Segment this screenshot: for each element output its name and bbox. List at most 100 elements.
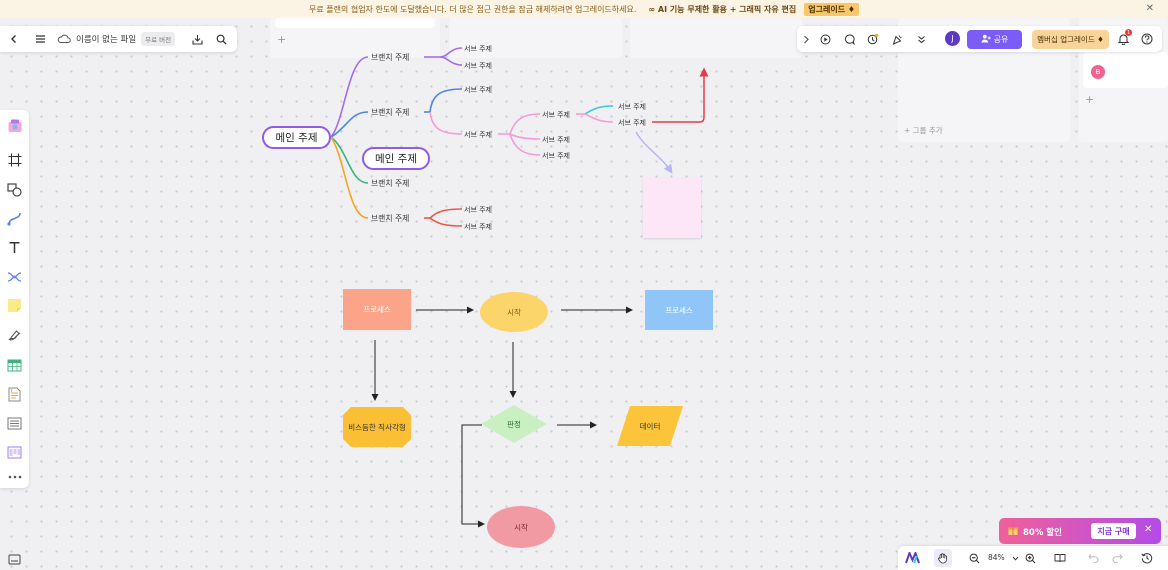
flow-process-label[interactable]: 프로세스 bbox=[363, 305, 391, 314]
sub-topic[interactable]: 서브 주제 bbox=[542, 136, 570, 144]
more-chevrons-icon[interactable] bbox=[912, 30, 930, 48]
more-tools-icon[interactable] bbox=[5, 467, 24, 486]
share-button[interactable]: 공유 bbox=[967, 30, 1022, 49]
text-icon[interactable] bbox=[5, 238, 24, 257]
pen-icon[interactable] bbox=[5, 326, 24, 345]
flow-start-label[interactable]: 시작 bbox=[514, 522, 528, 532]
flow-start-label[interactable]: 시작 bbox=[507, 307, 521, 317]
kanban-icon[interactable] bbox=[5, 443, 24, 462]
free-plan-badge: 무료 버전 bbox=[141, 32, 176, 46]
list-icon[interactable] bbox=[5, 414, 24, 433]
branch-topic[interactable]: 브랜치 주제 bbox=[371, 108, 410, 117]
present-icon[interactable] bbox=[816, 30, 834, 48]
zoom-dropdown-icon[interactable] bbox=[1006, 549, 1024, 567]
buy-now-button[interactable]: 지금 구매 bbox=[1091, 523, 1136, 539]
document-icon[interactable]: T bbox=[5, 385, 24, 404]
sub-topic[interactable]: 서브 주제 bbox=[464, 131, 492, 139]
comment-icon[interactable] bbox=[840, 30, 858, 48]
undo-icon[interactable] bbox=[1084, 549, 1102, 567]
flow-decision-label[interactable]: 판정 bbox=[507, 419, 521, 429]
help-icon[interactable] bbox=[1138, 30, 1156, 48]
templates-icon[interactable] bbox=[5, 116, 24, 135]
mindmap-icon[interactable] bbox=[5, 267, 24, 286]
sticky-note[interactable] bbox=[643, 178, 701, 238]
celebrate-icon[interactable] bbox=[888, 30, 906, 48]
redo-icon[interactable] bbox=[1108, 549, 1126, 567]
add-card-icon[interactable]: + bbox=[1085, 93, 1095, 106]
ai-promo-text: ∞ AI 기능 무제한 활용 + 그래픽 자유 편집 bbox=[648, 4, 797, 14]
notification-badge: 1 bbox=[1125, 29, 1132, 36]
branch-line-4 bbox=[330, 136, 369, 219]
sub-topic[interactable]: 서브 주제 bbox=[542, 111, 570, 119]
zoom-in-icon[interactable] bbox=[1021, 549, 1039, 567]
kanban-column bbox=[449, 18, 622, 58]
export-icon[interactable] bbox=[187, 29, 207, 49]
svg-text:T: T bbox=[10, 389, 14, 393]
branch-topic[interactable]: 브랜치 주제 bbox=[371, 53, 410, 62]
sticky-note-icon[interactable] bbox=[5, 296, 24, 315]
kanban-card[interactable] bbox=[275, 18, 435, 28]
flow-data-shape bbox=[617, 406, 683, 446]
frame-icon[interactable] bbox=[5, 150, 24, 169]
ai-logo-icon[interactable] bbox=[903, 549, 921, 567]
gift-icon bbox=[1007, 524, 1019, 539]
tool-rail: T bbox=[0, 110, 29, 488]
book-icon[interactable] bbox=[1051, 549, 1069, 567]
flow-process-label[interactable]: 프로세스 bbox=[665, 305, 693, 315]
history-icon[interactable] bbox=[1138, 549, 1156, 567]
flow-arrow bbox=[461, 424, 485, 528]
connector-icon[interactable] bbox=[5, 209, 24, 228]
branch-topic[interactable]: 브랜치 주제 bbox=[371, 179, 410, 188]
collab-toolbar: J 공유 멤버십 업그레이드 ♦ 1 bbox=[797, 26, 1162, 52]
sub-topic[interactable]: 서브 주제 bbox=[464, 62, 492, 70]
sub-topic[interactable]: 서브 주제 bbox=[464, 223, 492, 231]
membership-upgrade-button[interactable]: 멤버십 업그레이드 ♦ bbox=[1032, 30, 1109, 49]
main-topic[interactable]: 메인 주제 bbox=[262, 126, 331, 149]
flow-start-shape bbox=[480, 292, 548, 332]
table-icon[interactable] bbox=[5, 356, 24, 375]
sub-topic[interactable]: 서브 주제 bbox=[618, 119, 646, 127]
add-group-button[interactable]: + 그룹 추가 bbox=[904, 126, 943, 135]
shapes-icon[interactable] bbox=[5, 180, 24, 199]
discount-promo: 80% 할인 지금 구매 ✕ bbox=[999, 518, 1161, 544]
close-icon[interactable]: ✕ bbox=[1144, 524, 1153, 535]
bell-icon[interactable] bbox=[1114, 30, 1132, 48]
banner-close-icon[interactable]: ✕ bbox=[1145, 3, 1154, 14]
expand-chevron-icon[interactable] bbox=[797, 30, 815, 48]
kanban-column bbox=[630, 18, 802, 58]
banner-upgrade-button[interactable]: 업그레이드 ♦ bbox=[804, 2, 860, 16]
banner-message: 무료 플랜의 협업자 한도에 도달했습니다. 더 많은 접근 권한을 잠금 해제… bbox=[308, 4, 637, 14]
sub-topic[interactable]: 서브 주제 bbox=[542, 152, 570, 160]
menu-icon[interactable] bbox=[30, 29, 50, 49]
sub-topic[interactable]: 서브 주제 bbox=[464, 86, 492, 94]
sub-topic[interactable]: 서브 주제 bbox=[464, 206, 492, 214]
file-name[interactable]: 이름이 없는 파일 bbox=[76, 35, 137, 45]
avatar[interactable]: J bbox=[945, 31, 960, 46]
flow-data-label[interactable]: 데이터 bbox=[639, 421, 661, 431]
flow-process-shape bbox=[343, 289, 411, 330]
zoom-out-icon[interactable] bbox=[965, 549, 983, 567]
flow-start-shape bbox=[487, 506, 555, 548]
avatar: B bbox=[1091, 65, 1105, 79]
branch-line-1 bbox=[330, 56, 369, 138]
minimap-icon[interactable] bbox=[5, 551, 23, 567]
flow-preparation-label[interactable]: 비스듬한 직사각형 bbox=[348, 422, 406, 432]
sub-topic[interactable]: 서브 주제 bbox=[618, 103, 646, 111]
branch-line-3 bbox=[330, 136, 369, 184]
timer-icon[interactable] bbox=[864, 30, 882, 48]
sub-topic[interactable]: 서브 주제 bbox=[464, 45, 492, 53]
flow-preparation-shape bbox=[343, 407, 411, 447]
main-topic-2[interactable]: 메인 주제 bbox=[362, 147, 430, 170]
search-icon[interactable] bbox=[211, 29, 231, 49]
branch-line-2 bbox=[330, 111, 369, 138]
back-chevron-icon[interactable] bbox=[4, 29, 24, 49]
cloud-icon bbox=[54, 29, 74, 49]
zoom-level[interactable]: 84% bbox=[988, 553, 1005, 562]
flow-decision-shape bbox=[481, 405, 547, 443]
upgrade-banner: 무료 플랜의 협업자 한도에 도달했습니다. 더 많은 접근 권한을 잠금 해제… bbox=[0, 0, 1168, 18]
hand-tool-icon[interactable] bbox=[934, 549, 952, 567]
add-card-icon[interactable]: + bbox=[277, 33, 287, 46]
share-label: 공유 bbox=[993, 35, 1009, 44]
branch-topic[interactable]: 브랜치 주제 bbox=[371, 214, 410, 223]
